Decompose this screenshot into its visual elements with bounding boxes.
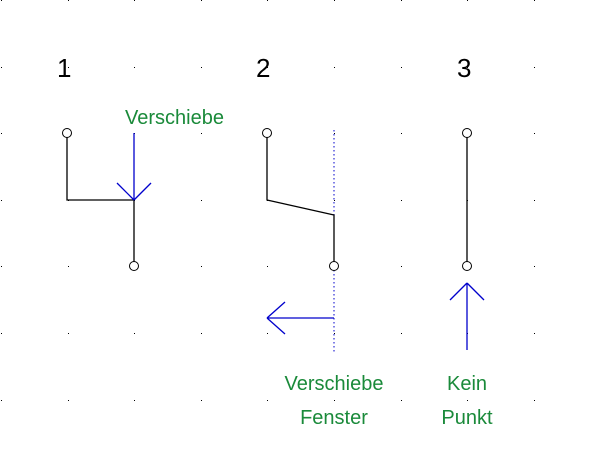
step-3-number: 3 [457, 53, 471, 83]
grid-dot [68, 400, 69, 401]
step-2-label-line-2: Fenster [300, 407, 368, 429]
grid-dot [68, 0, 69, 1]
grid-dot [201, 67, 202, 68]
grid-dot [1, 133, 2, 134]
grid-dot [401, 400, 402, 401]
step-1-pin-top [62, 128, 72, 138]
grid-dot [267, 333, 268, 334]
grid-dot [334, 67, 335, 68]
step-1-label-line-1: Verschiebe [125, 107, 224, 129]
grid-dot [467, 67, 468, 68]
step-2-wire [266, 133, 335, 266]
grid-dot [334, 0, 335, 1]
step-3-up-arrow [449, 282, 485, 350]
grid-dot [201, 333, 202, 334]
grid-dot [68, 266, 69, 267]
step-2-label-line-1: Verschiebe [285, 373, 384, 395]
step-3-pin-bottom [462, 261, 472, 271]
grid-dot [534, 333, 535, 334]
grid-dot [401, 67, 402, 68]
grid-dot [201, 400, 202, 401]
step-1-wire [66, 133, 135, 266]
grid-dot [134, 333, 135, 334]
grid-dot [201, 200, 202, 201]
grid-dot [267, 67, 268, 68]
grid-dot [401, 133, 402, 134]
grid-dot [68, 67, 69, 68]
step-2-pin-bottom [329, 261, 339, 271]
grid-dot [201, 266, 202, 267]
grid-dot [134, 67, 135, 68]
grid-dot [534, 67, 535, 68]
grid-dot [267, 266, 268, 267]
grid-dot [134, 400, 135, 401]
grid-dot [334, 133, 335, 134]
grid-dot [1, 0, 2, 1]
grid-dot [334, 333, 335, 334]
grid-dot [201, 133, 202, 134]
grid-dot [534, 400, 535, 401]
step-3-label-line-1: Kein [447, 373, 487, 395]
grid-dot [1, 200, 2, 201]
step-2-number: 2 [256, 53, 270, 83]
step-1-pin-bottom [129, 261, 139, 271]
grid-dot [1, 333, 2, 334]
grid-dot [401, 0, 402, 1]
grid-dot [534, 200, 535, 201]
grid-dot [401, 266, 402, 267]
grid-dot [534, 133, 535, 134]
grid-dot [534, 266, 535, 267]
grid-dot [534, 0, 535, 1]
grid-dot [267, 0, 268, 1]
grid-dot [334, 400, 335, 401]
step-3: 3 Kein Punkt [441, 53, 493, 429]
grid-dot [1, 266, 2, 267]
grid-dot [401, 200, 402, 201]
step-1-number: 1 [57, 53, 71, 83]
grid-dot [267, 400, 268, 401]
step-1: 1 Verschiebe [57, 53, 224, 271]
grid-dot [467, 400, 468, 401]
grid-dot [334, 200, 335, 201]
grid-dot [1, 400, 2, 401]
step-2: 2 Verschiebe Fenster [256, 53, 383, 429]
step-3-label-line-2: Punkt [441, 407, 493, 429]
grid-dot [134, 0, 135, 1]
step-1-down-arrow [116, 133, 152, 201]
step-2-pin-top [262, 128, 272, 138]
step-2-left-arrow [266, 301, 334, 335]
grid-dot [1, 67, 2, 68]
step-3-pin-top [462, 128, 472, 138]
grid-dot [201, 0, 202, 1]
grid-dot [467, 0, 468, 1]
grid-dot [68, 333, 69, 334]
grid-dot [401, 333, 402, 334]
